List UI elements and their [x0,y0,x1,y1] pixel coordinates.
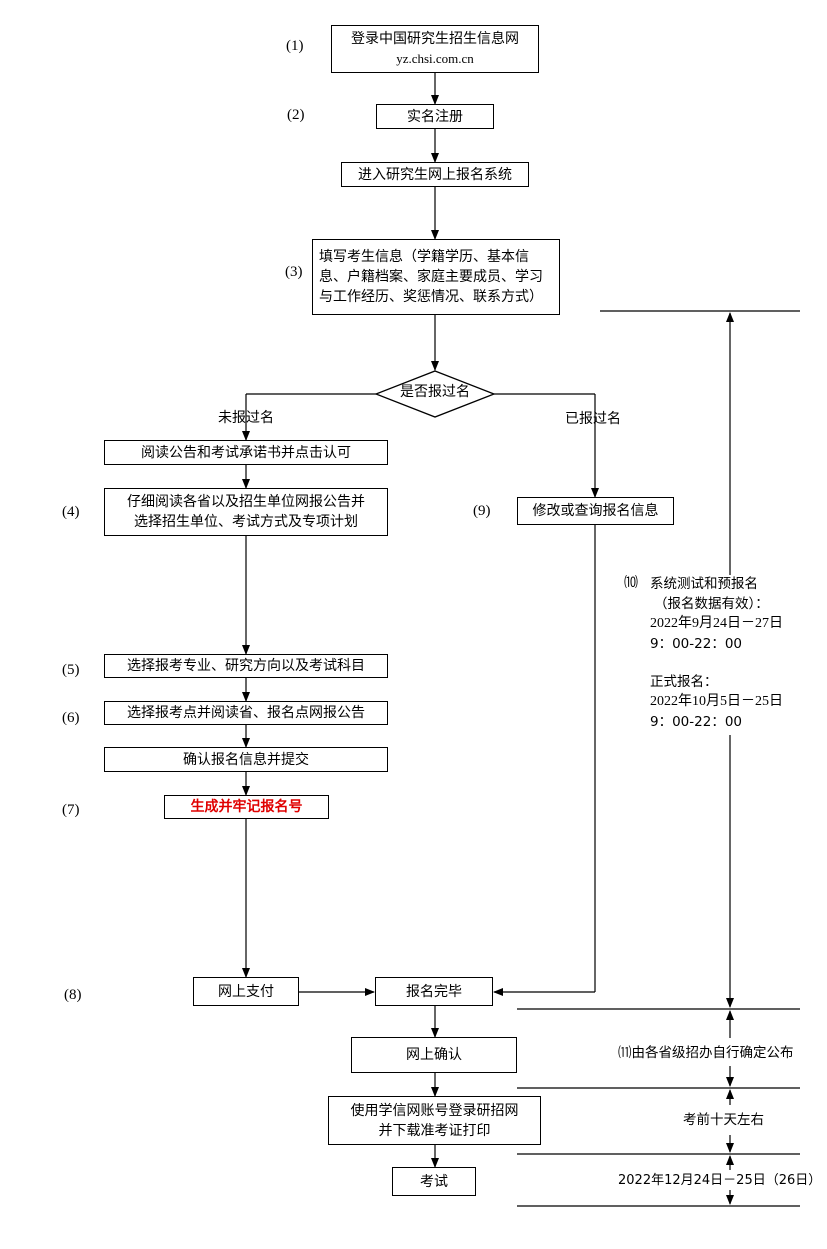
select-site-box: 选择报考点并阅读省、报名点网报公告 [104,701,388,725]
step-number-4: (4) [62,504,80,520]
decision-diamond [374,370,496,418]
read-province-text: 仔细阅读各省以及招生单位网报公告并选择招生单位、考试方式及专项计划 [127,494,365,530]
login-box: 登录中国研究生招生信息网 yz.chsi.com.cn [331,25,539,73]
note-10-line7: 9：00-22：00 [650,714,742,730]
note-10-line5: 正式报名： [650,674,718,690]
note-10-block: 系统测试和预报名 （报名数据有效）： 2022年9月24日－27日 9：00-2… [650,574,783,732]
branch-no-label: 未报过名 [218,410,274,426]
step-number-3: (3) [285,264,303,280]
register-box: 实名注册 [376,104,494,129]
note-10-line3: 2022年9月24日－27日 [650,616,783,631]
before-exam-note: 考前十天左右 [683,1112,764,1128]
step-number-1: (1) [286,38,304,54]
generate-id-box: 生成并牢记报名号 [164,795,329,819]
note-10-line6: 2022年10月5日－25日 [650,694,783,709]
decision-label: 是否报过名 [400,384,470,400]
login-title: 登录中国研究生招生信息网 [351,31,519,47]
fill-info-text: 填写考生信息（学籍学历、基本信息、户籍档案、家庭主要成员、学习与工作经历、奖惩情… [319,249,543,305]
note-10-line1: 系统测试和预报名 [650,576,758,592]
note-10-label: ⑽ [624,575,638,591]
modify-box: 修改或查询报名信息 [517,497,674,525]
download-line2: 并下载准考证打印 [378,1122,491,1139]
read-province-box: 仔细阅读各省以及招生单位网报公告并选择招生单位、考试方式及专项计划 [104,488,388,536]
select-major-box: 选择报考专业、研究方向以及考试科目 [104,654,388,678]
note-10-line2: （报名数据有效）： [654,596,769,612]
exam-box: 考试 [392,1167,476,1196]
download-line1: 使用学信网账号登录研招网 [350,1102,519,1119]
read-notice-box: 阅读公告和考试承诺书并点击认可 [104,440,388,465]
step-number-8: (8) [64,987,82,1003]
note-11: ⑾由各省级招办自行确定公布 [618,1045,794,1061]
exam-date-note: 2022年12月24日－25日（26日） [618,1173,822,1188]
enter-system-box: 进入研究生网上报名系统 [341,162,529,187]
step-number-6: (6) [62,710,80,726]
note-10-line4: 9：00-22：00 [650,636,742,652]
step-number-5: (5) [62,662,80,678]
complete-box: 报名完毕 [375,977,493,1006]
fill-info-box: 填写考生信息（学籍学历、基本信息、户籍档案、家庭主要成员、学习与工作经历、奖惩情… [312,239,560,315]
login-url: yz.chsi.com.cn [396,51,474,66]
pay-online-box: 网上支付 [193,977,299,1006]
download-box: 使用学信网账号登录研招网 并下载准考证打印 [328,1096,541,1145]
step-number-7: (7) [62,802,80,818]
confirm-submit-box: 确认报名信息并提交 [104,747,388,772]
step-number-9: (9) [473,503,491,519]
step-number-2: (2) [287,107,305,123]
branch-yes-label: 已报过名 [565,411,621,427]
online-confirm-box: 网上确认 [351,1037,517,1073]
